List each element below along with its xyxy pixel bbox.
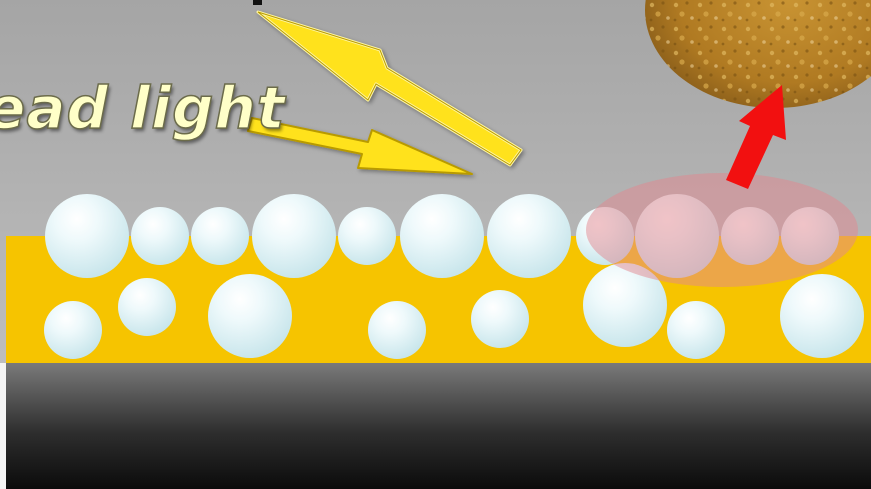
caption-text: ead light	[0, 74, 285, 142]
substrate-layer	[6, 363, 871, 489]
bubble	[131, 207, 189, 265]
bubble	[780, 274, 864, 358]
bubble	[471, 290, 529, 348]
bubble	[667, 301, 725, 359]
bubble	[252, 194, 336, 278]
bubble	[208, 274, 292, 358]
highlight-zone	[586, 173, 858, 287]
bubble	[191, 207, 249, 265]
bubble	[44, 301, 102, 359]
bubble	[487, 194, 571, 278]
bubble	[338, 207, 396, 265]
pointer-mark	[253, 0, 262, 5]
bubble	[368, 301, 426, 359]
substrate-edge	[0, 363, 6, 489]
bubble	[45, 194, 129, 278]
bubble	[400, 194, 484, 278]
bubble	[118, 278, 176, 336]
